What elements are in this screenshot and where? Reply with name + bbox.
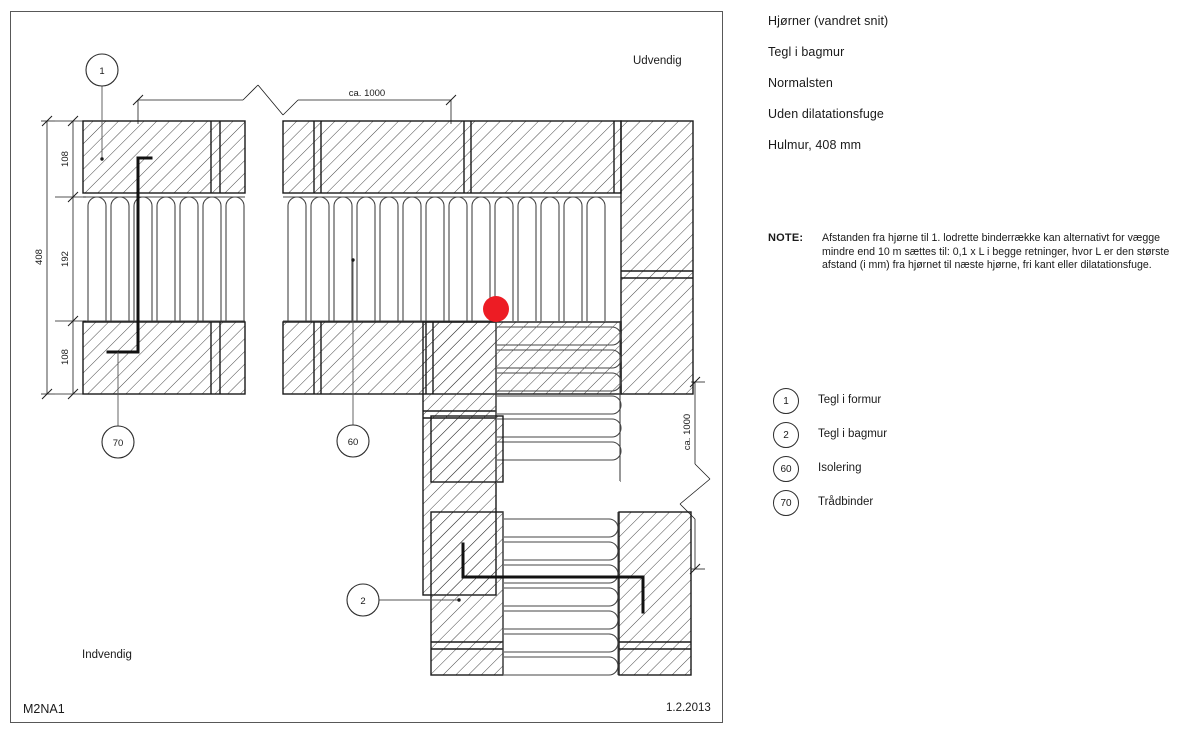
dim-cavity-192: 192 (60, 251, 71, 267)
left-wall-outer-leaf (82, 120, 246, 194)
info-line-joint: Uden dilatationsfuge (768, 107, 884, 121)
legend-label-70: Trådbinder (818, 496, 874, 508)
legend-label-2: Tegl i bagmur (818, 428, 888, 440)
dim-horizontal-ca-1000: ca. 1000 (349, 88, 385, 99)
dimension-stack-left (41, 115, 86, 400)
dim-inner-leaf-108: 108 (60, 349, 71, 365)
corner-vertical-insulation (495, 321, 622, 482)
legend-row-1: 1 Tegl i formur (768, 388, 1068, 422)
callout-1-text: 1 (99, 66, 104, 77)
centre-wall-outer-leaf (282, 120, 622, 194)
legend-bubble-2: 2 (773, 422, 799, 448)
callout-bubble-60: 60 (336, 424, 370, 458)
bottom-section-upper-fragment (430, 415, 504, 483)
label-inside: Indvendig (82, 649, 132, 661)
info-line-brick: Normalsten (768, 76, 833, 90)
callout-bubble-70: 70 (101, 425, 135, 459)
label-outside: Udvendig (633, 55, 682, 67)
legend-label-1: Tegl i formur (818, 394, 882, 406)
centre-wall-insulation (283, 196, 621, 322)
technical-drawing-svg: 108 192 108 408 ca. 1000 (34, 53, 711, 676)
wire-tie-left (106, 156, 153, 354)
note-text: Afstanden fra hjørne til 1. lodrette bin… (822, 232, 1170, 271)
left-wall-insulation (83, 196, 245, 322)
note-label: NOTE: (768, 232, 804, 244)
legend-row-60: 60 Isolering (768, 456, 1068, 490)
callout-70-text: 70 (113, 438, 124, 449)
bottom-section-right-leaf (618, 511, 692, 676)
dimension-top (132, 84, 457, 124)
callout-leaders (100, 86, 461, 602)
info-panel: Hjørner (vandret snit) Tegl i bagmur Nor… (768, 0, 1188, 738)
callout-2-text: 2 (360, 596, 365, 607)
legend-label-60: Isolering (818, 462, 862, 474)
legend-bubble-70: 70 (773, 490, 799, 516)
dimension-right (679, 376, 711, 575)
callout-bubble-2: 2 (346, 583, 380, 617)
dim-outer-leaf-108: 108 (60, 151, 71, 167)
legend-bubble-1: 1 (773, 388, 799, 414)
drawing-frame: 108 192 108 408 ca. 1000 (10, 11, 723, 723)
legend-row-2: 2 Tegl i bagmur (768, 422, 1068, 456)
info-line-cavity: Hulmur, 408 mm (768, 138, 862, 152)
red-marker-dot (483, 296, 509, 322)
info-line-backing: Tegl i bagmur (768, 45, 845, 59)
callout-bubble-1: 1 (85, 53, 119, 87)
drawing-date: 1.2.2013 (666, 702, 711, 714)
legend-bubble-60: 60 (773, 456, 799, 482)
callout-60-text: 60 (348, 437, 359, 448)
info-line-title: Hjørner (vandret snit) (768, 14, 889, 28)
bottom-section-insulation (502, 512, 619, 676)
drawing-id: M2NA1 (23, 702, 65, 716)
left-wall-inner-leaf (82, 321, 246, 395)
dim-overall-408: 408 (34, 249, 45, 265)
legend: 1 Tegl i formur 2 Tegl i bagmur 60 Isole… (768, 388, 1068, 524)
dim-vertical-ca-1000: ca. 1000 (682, 414, 693, 450)
bottom-section-left-leaf (430, 511, 504, 676)
corner-vertical-outer-leaf (620, 120, 694, 395)
wire-tie-bottom (461, 542, 645, 614)
legend-row-70: 70 Trådbinder (768, 490, 1068, 524)
